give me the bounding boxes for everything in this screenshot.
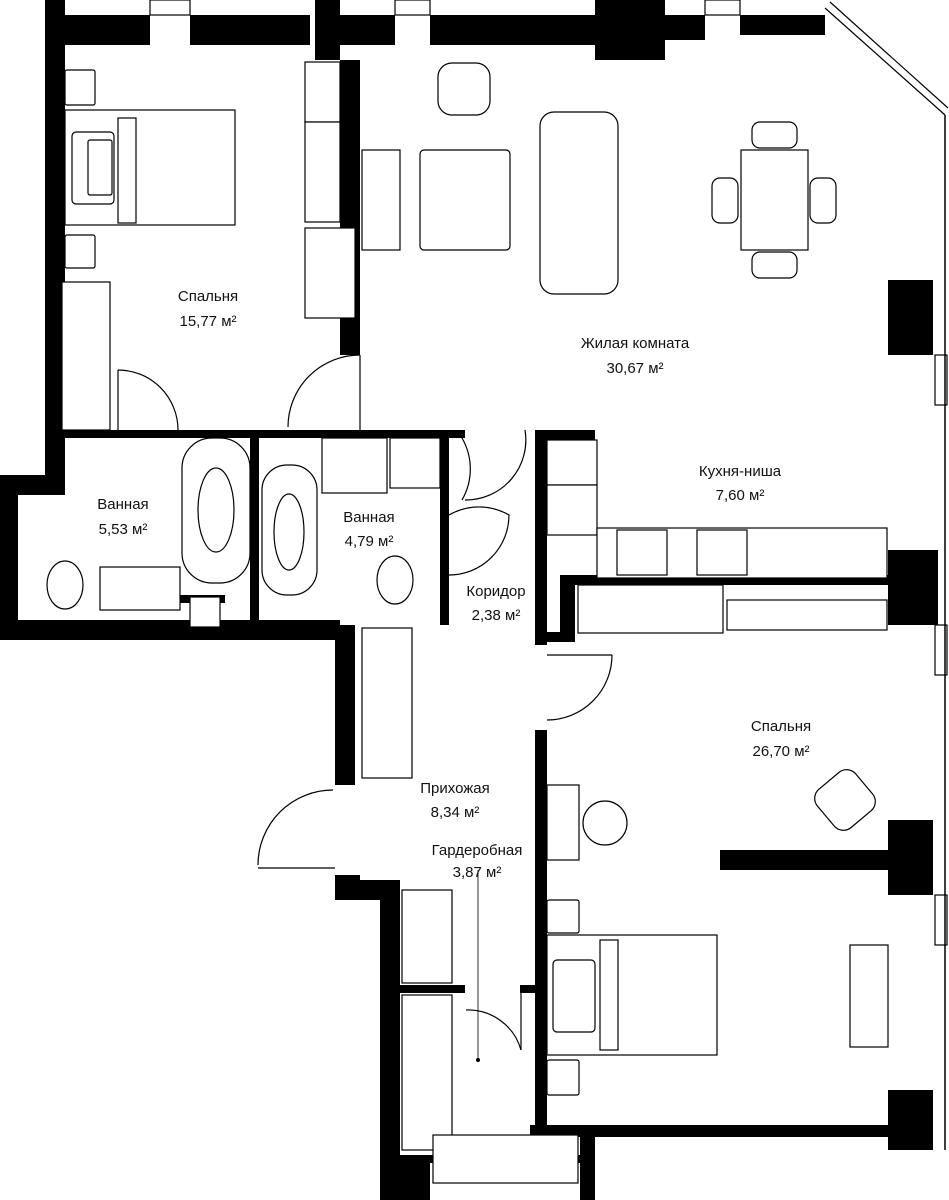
room-name: Спальня — [751, 718, 811, 735]
room-label-bathroom-2: Ванная 4,79 м² — [343, 509, 394, 550]
room-area: 26,70 м² — [752, 743, 809, 760]
room-label-living-room: Жилая комната 30,67 м² — [581, 335, 690, 377]
room-name: Жилая комната — [581, 335, 690, 352]
room-area: 15,77 м² — [179, 313, 236, 330]
room-label-bedroom-2: Спальня 26,70 м² — [751, 718, 811, 760]
room-name: Спальня — [178, 288, 238, 305]
room-name: Кухня-ниша — [699, 463, 782, 480]
room-label-hallway: Прихожая 8,34 м² — [420, 780, 490, 821]
room-name: Коридор — [466, 583, 525, 600]
room-label-bathroom-1: Ванная 5,53 м² — [97, 496, 148, 538]
room-area: 2,38 м² — [472, 607, 521, 624]
room-area: 4,79 м² — [345, 533, 394, 550]
room-name: Ванная — [97, 496, 148, 513]
room-area: 7,60 м² — [716, 487, 765, 504]
room-labels: Спальня 15,77 м² Жилая комната 30,67 м² … — [97, 288, 811, 881]
room-name: Гардеробная — [432, 842, 523, 859]
room-label-corridor: Коридор 2,38 м² — [466, 583, 525, 624]
room-area: 30,67 м² — [606, 360, 663, 377]
room-area: 5,53 м² — [99, 521, 148, 538]
furniture — [46, 61, 889, 1184]
room-label-bedroom-1: Спальня 15,77 м² — [178, 288, 238, 330]
room-area: 3,87 м² — [453, 864, 502, 881]
doors — [117, 354, 613, 1051]
room-label-wardrobe: Гардеробная 3,87 м² — [432, 842, 523, 881]
room-name: Ванная — [343, 509, 394, 526]
room-area: 8,34 м² — [431, 804, 480, 821]
room-label-kitchen-niche: Кухня-ниша 7,60 м² — [699, 463, 782, 504]
room-name: Прихожая — [420, 780, 490, 797]
